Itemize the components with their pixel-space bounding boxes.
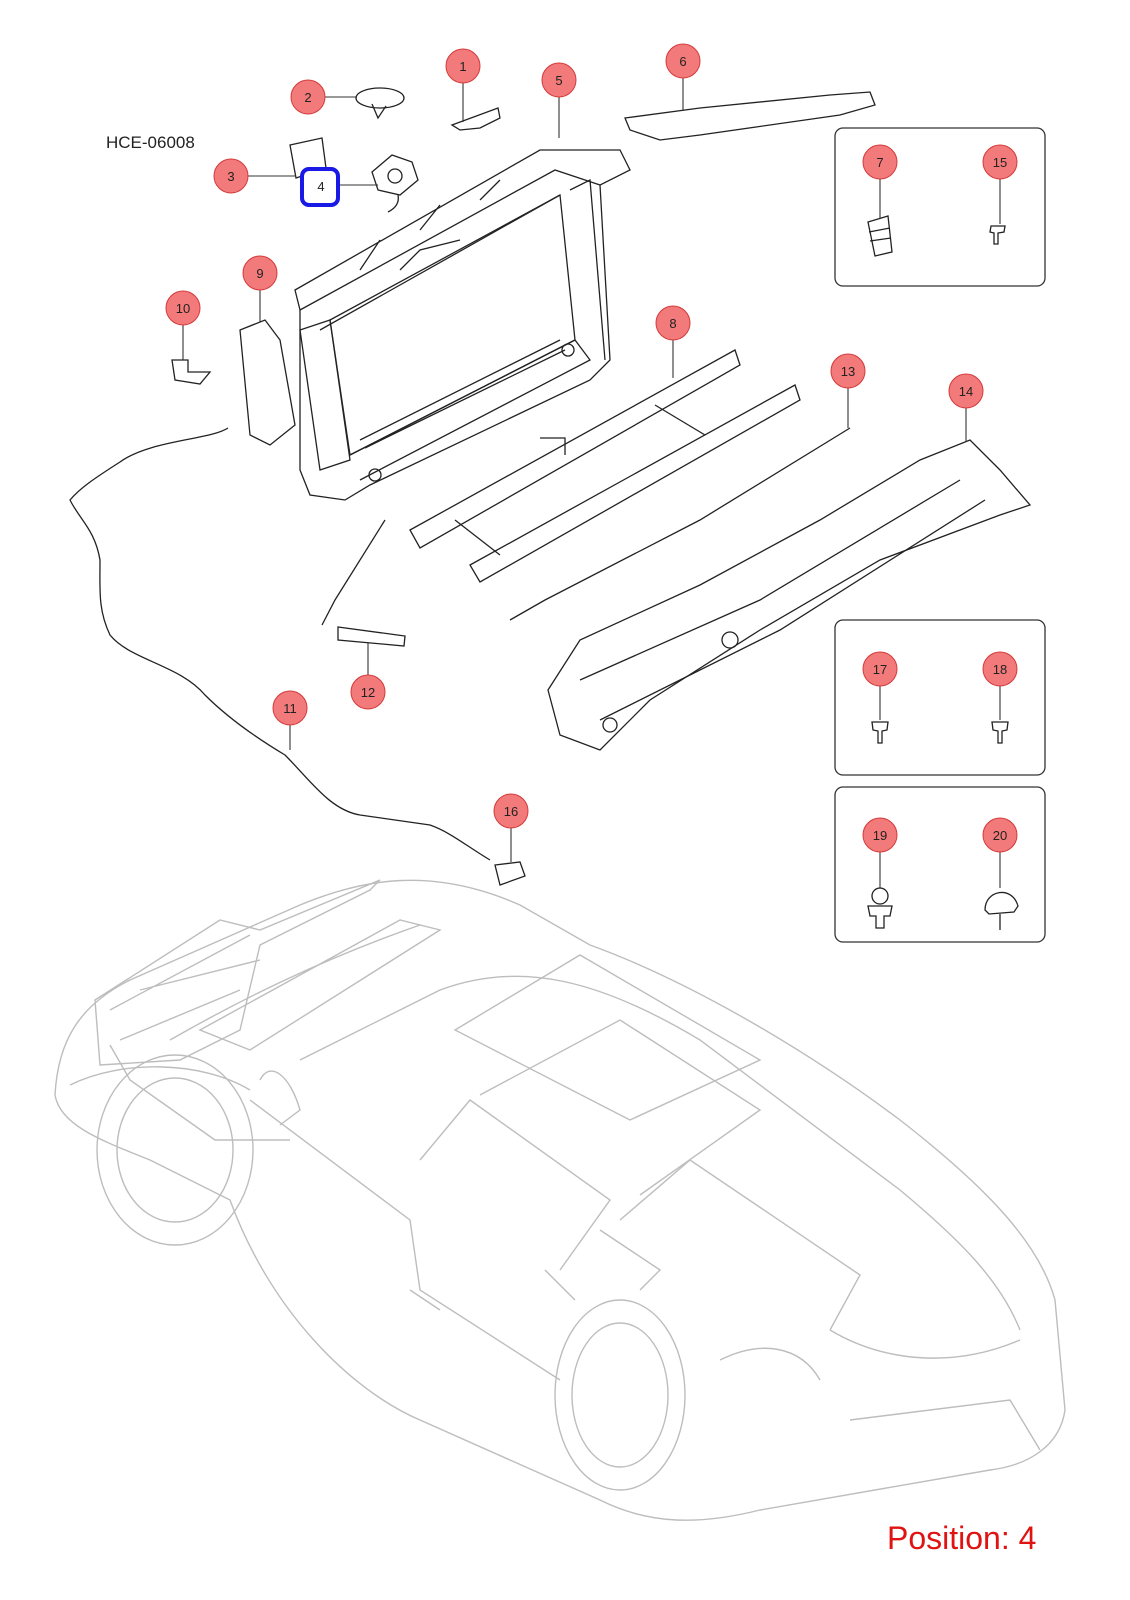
callout-10[interactable]: 10 (165, 290, 201, 326)
svg-text:15: 15 (993, 155, 1007, 170)
callout-2[interactable]: 2 (290, 79, 326, 115)
vehicle-outline (54, 879, 1066, 1521)
svg-text:20: 20 (993, 828, 1007, 843)
svg-text:9: 9 (256, 266, 263, 281)
radiator-support-frame (294, 149, 631, 501)
svg-text:6: 6 (679, 54, 686, 69)
svg-text:2: 2 (304, 90, 311, 105)
svg-text:3: 3 (227, 169, 234, 184)
callout-18[interactable]: 18 (982, 651, 1018, 687)
part-13-rod (509, 427, 851, 621)
callout-20[interactable]: 20 (982, 817, 1018, 853)
part-2-latch (355, 87, 405, 120)
callout-6[interactable]: 6 (665, 43, 701, 79)
part-8-lower-frame (409, 349, 801, 583)
svg-text:16: 16 (504, 804, 518, 819)
callout-19[interactable]: 19 (862, 817, 898, 853)
callout-9[interactable]: 9 (242, 255, 278, 291)
svg-text:11: 11 (283, 701, 297, 716)
svg-text:17: 17 (873, 662, 887, 677)
part-1-bracket (450, 107, 501, 131)
svg-text:5: 5 (555, 73, 562, 88)
svg-text:12: 12 (361, 685, 375, 700)
svg-text:8: 8 (669, 316, 676, 331)
svg-text:19: 19 (873, 828, 887, 843)
svg-text:10: 10 (176, 301, 190, 316)
part-9-side-bracket (239, 319, 296, 446)
position-caption: Position: 4 (887, 1520, 1037, 1556)
callout-3[interactable]: 3 (213, 158, 249, 194)
callout-8[interactable]: 8 (655, 305, 691, 341)
callout-5[interactable]: 5 (541, 62, 577, 98)
svg-text:13: 13 (841, 364, 855, 379)
inset-box-17-18 (834, 619, 1046, 776)
callout-17[interactable]: 17 (862, 651, 898, 687)
part-11-cable (69, 427, 491, 861)
callout-11[interactable]: 11 (272, 690, 308, 726)
inset-box-19-20 (834, 786, 1046, 943)
svg-text:7: 7 (876, 155, 883, 170)
callout-14[interactable]: 14 (948, 373, 984, 409)
leader-lines (182, 78, 1001, 888)
callout-12[interactable]: 12 (350, 674, 386, 710)
callout-1[interactable]: 1 (445, 48, 481, 84)
svg-text:1: 1 (459, 59, 466, 74)
callout-16[interactable]: 16 (493, 793, 529, 829)
svg-text:4: 4 (317, 179, 324, 194)
part-6-upper-member (624, 91, 876, 141)
part-12-gas-strut (321, 519, 406, 647)
svg-text:18: 18 (993, 662, 1007, 677)
callout-15[interactable]: 15 (982, 144, 1018, 180)
callout-4-highlight (300, 167, 340, 207)
callout-4[interactable]: 4 (300, 167, 340, 207)
part-14-cowl-panel (547, 439, 1032, 751)
part-4-hood-latch (371, 154, 419, 213)
svg-text:14: 14 (959, 384, 973, 399)
part-10-clip (171, 359, 212, 385)
callout-13[interactable]: 13 (830, 353, 866, 389)
diagram-code: HCE-06008 (106, 133, 195, 152)
callout-7[interactable]: 7 (862, 144, 898, 180)
part-16-latch (494, 861, 526, 886)
